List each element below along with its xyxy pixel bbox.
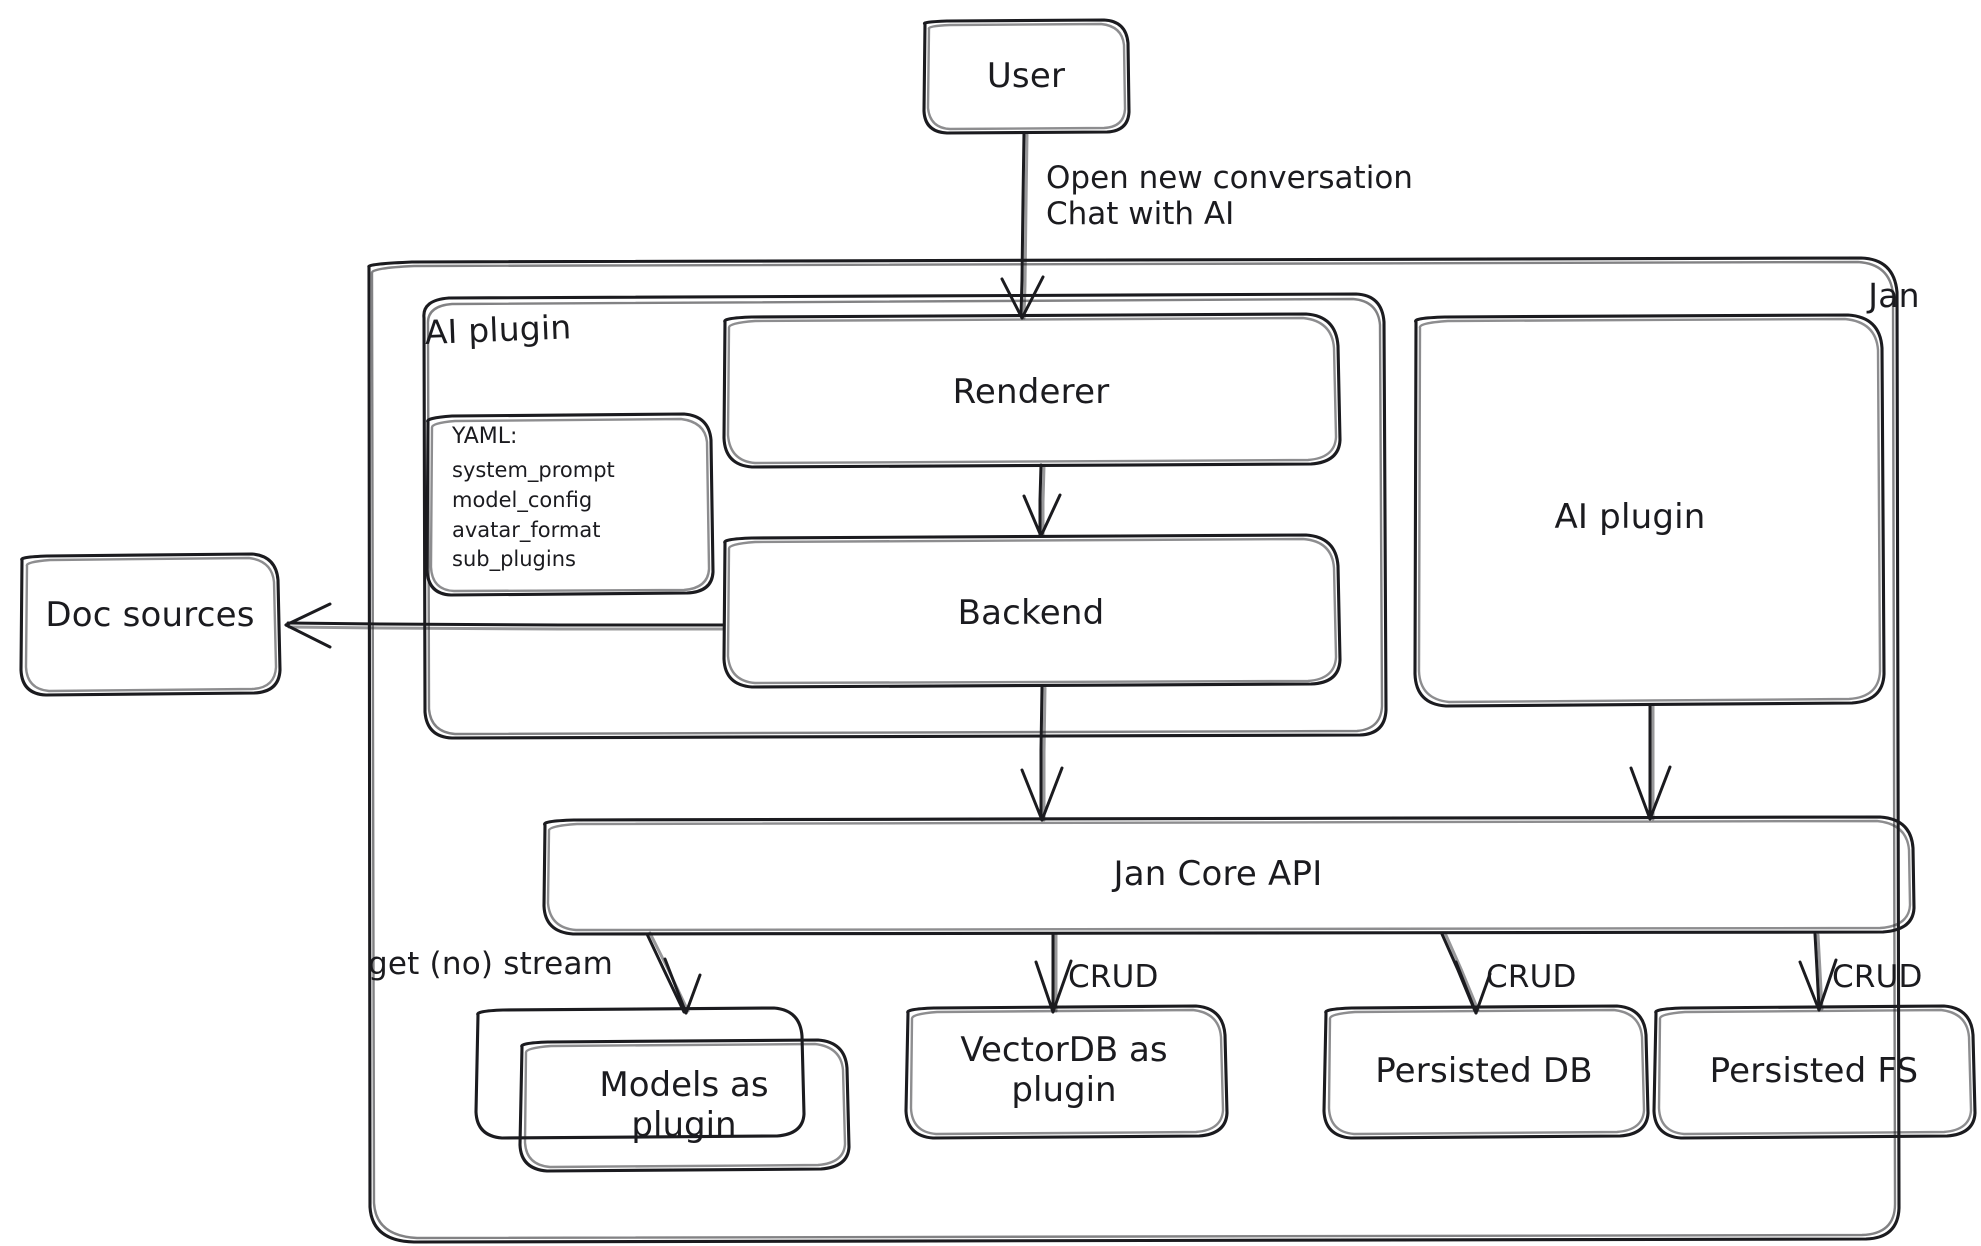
- edge-label-core-to-models: get (no) stream: [368, 946, 614, 982]
- yaml-item-1: model_config: [452, 487, 593, 512]
- node-models-as-plugin-back-outline: [474, 1006, 806, 1140]
- edge-backend-to-core: [1020, 685, 1064, 822]
- edge-user-to-renderer: [1000, 131, 1045, 320]
- edge-core-to-persisted-db: [1440, 931, 1492, 1015]
- edge-core-to-persisted-fs: [1798, 932, 1838, 1012]
- edge-aiplugin-to-core: [1629, 703, 1672, 821]
- edge-backend-to-doc-sources: [284, 602, 725, 649]
- edge-label-core-to-vectordb: CRUD: [1068, 959, 1159, 995]
- node-label-vectordb-as-plugin[interactable]: VectorDB as plugin: [960, 1030, 1167, 1110]
- node-renderer-outline: [722, 312, 1342, 469]
- node-doc-sources-outline: [19, 552, 282, 697]
- node-label-persisted-db[interactable]: Persisted DB: [1375, 1051, 1593, 1092]
- node-persisted-db-outline: [1322, 1004, 1650, 1140]
- yaml-card: YAML: system_prompt model_config avatar_…: [452, 424, 702, 575]
- edge-label-core-to-persisted-fs: CRUD: [1832, 959, 1923, 995]
- node-label-doc-sources[interactable]: Doc sources: [45, 595, 255, 636]
- models-as-plugin-line2: plugin: [631, 1105, 737, 1145]
- node-label-backend[interactable]: Backend: [957, 593, 1105, 634]
- node-label-renderer[interactable]: Renderer: [952, 372, 1110, 413]
- edge-core-to-models: [645, 931, 702, 1015]
- node-persisted-fs-outline: [1652, 1004, 1977, 1140]
- vectordb-as-plugin-line2: plugin: [1011, 1070, 1117, 1110]
- edge-label-core-to-persisted-db: CRUD: [1486, 959, 1577, 995]
- node-models-as-plugin-outline: [518, 1038, 851, 1173]
- edge-core-to-vectordb: [1034, 932, 1073, 1014]
- yaml-heading: YAML:: [452, 424, 518, 449]
- yaml-item-2: avatar_format: [452, 517, 601, 542]
- node-label-persisted-fs[interactable]: Persisted FS: [1709, 1051, 1919, 1092]
- node-backend-outline: [722, 533, 1342, 689]
- edge-label-user-to-renderer: Open new conversation Chat with AI: [1046, 160, 1413, 232]
- edge-label-line2: Chat with AI: [1046, 196, 1235, 232]
- node-vectordb-as-plugin-outline: [904, 1004, 1229, 1140]
- vectordb-as-plugin-line1: VectorDB as: [960, 1030, 1168, 1070]
- container-jan-outline: [367, 256, 1901, 1244]
- node-ai-plugin-box-outline: [1413, 313, 1886, 708]
- yaml-item-0: system_prompt: [452, 458, 615, 482]
- yaml-item-3: sub_plugins: [452, 547, 576, 572]
- node-user-outline: [922, 18, 1131, 135]
- node-label-models-as-plugin[interactable]: Models as plugin: [599, 1065, 768, 1145]
- edge-label-line1: Open new conversation: [1046, 160, 1413, 196]
- container-label-ai-plugin-group: AI plugin: [424, 307, 573, 352]
- yaml-card-outline: [425, 412, 715, 597]
- edge-renderer-to-backend: [1022, 463, 1062, 538]
- node-jan-core-api-outline: [542, 815, 1916, 936]
- node-label-jan-core-api[interactable]: Jan Core API: [1113, 854, 1323, 895]
- node-label-ai-plugin-box[interactable]: AI plugin: [1554, 497, 1706, 538]
- models-as-plugin-line1: Models as: [599, 1065, 769, 1105]
- container-label-jan: Jan: [1868, 275, 1920, 315]
- container-ai-plugin-group-outline: [422, 292, 1388, 740]
- node-label-user[interactable]: User: [986, 56, 1066, 97]
